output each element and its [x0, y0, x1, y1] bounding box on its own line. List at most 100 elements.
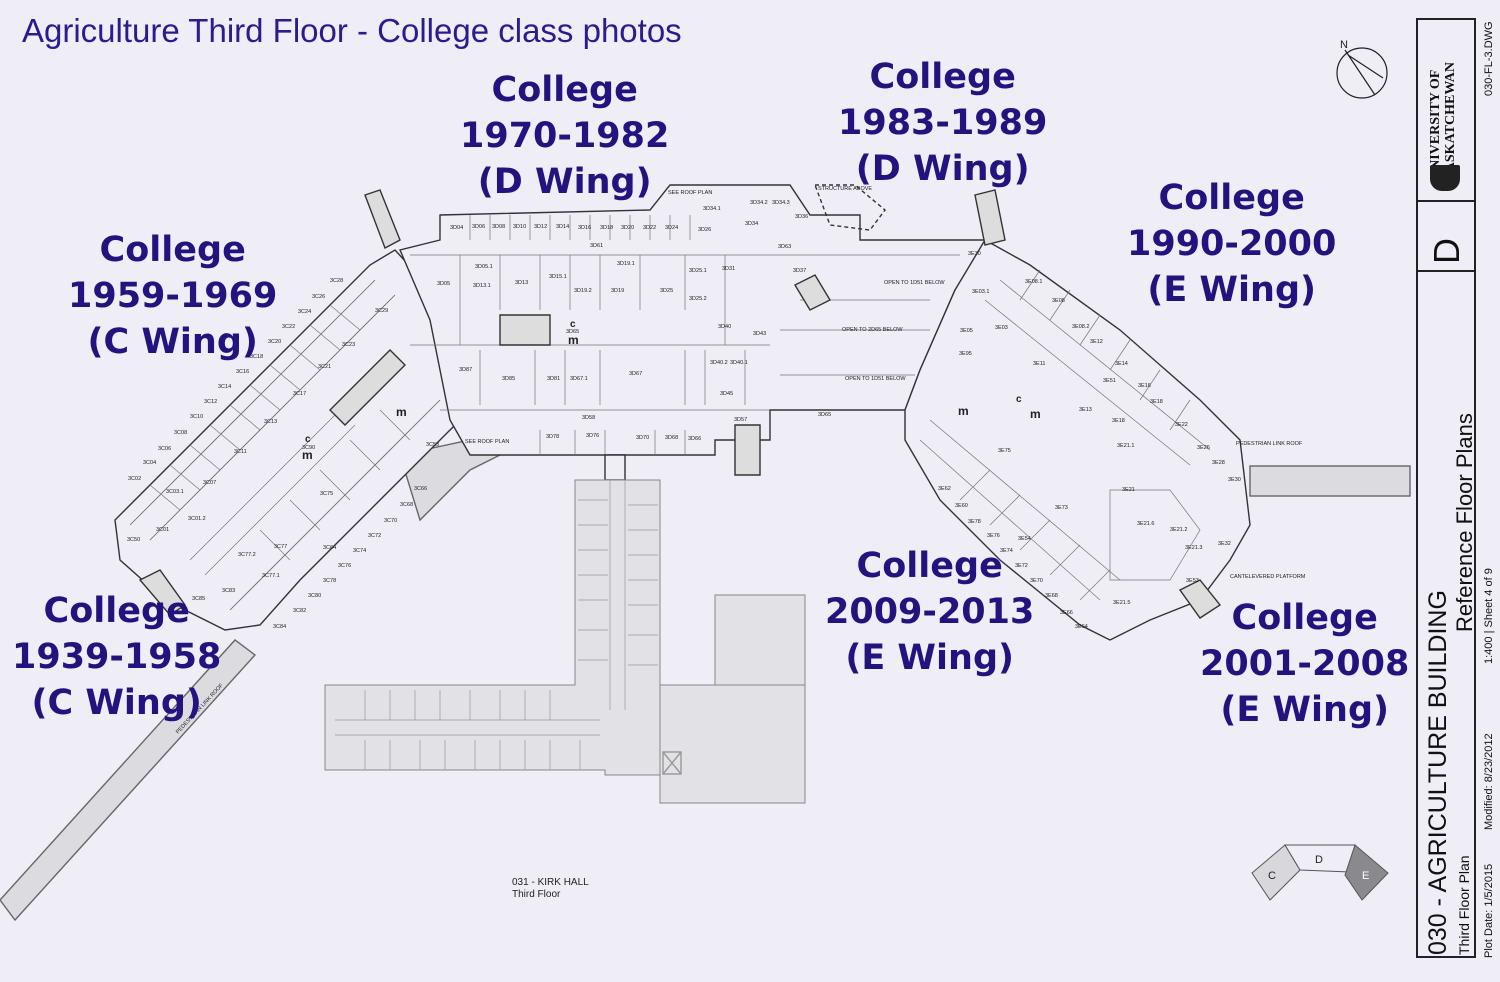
svg-text:3D18: 3D18 — [600, 225, 613, 231]
pedestrian-link-left — [0, 639, 257, 922]
modified-date: Modified: 8/23/2012 — [1483, 733, 1495, 830]
note-see-roof-plan-top: SEE ROOF PLAN — [668, 190, 712, 196]
note-see-roof-plan: SEE ROOF PLAN — [465, 439, 509, 445]
svg-text:3E51: 3E51 — [1103, 378, 1116, 384]
svg-text:3E21.3: 3E21.3 — [1185, 545, 1202, 551]
svg-text:3E60: 3E60 — [955, 503, 968, 509]
svg-text:3D22: 3D22 — [643, 225, 656, 231]
svg-text:3E28: 3E28 — [1212, 460, 1225, 466]
svg-text:3C70: 3C70 — [384, 518, 397, 524]
svg-text:3D31: 3D31 — [722, 266, 735, 272]
svg-text:3D25.2: 3D25.2 — [689, 296, 707, 302]
svg-text:3D43: 3D43 — [753, 331, 766, 337]
svg-text:3C11: 3C11 — [234, 449, 247, 455]
svg-text:3E16: 3E16 — [1138, 383, 1151, 389]
svg-text:3C20: 3C20 — [268, 339, 281, 345]
svg-text:3D40.1: 3D40.1 — [730, 360, 748, 366]
svg-text:3C77: 3C77 — [274, 544, 287, 550]
key-d: D — [1315, 854, 1323, 866]
note-open-1d51: OPEN TO 1D51 BELOW — [884, 280, 945, 286]
svg-text:3C21: 3C21 — [318, 364, 331, 370]
svg-text:3C10: 3C10 — [190, 414, 203, 420]
svg-text:3C77.2: 3C77.2 — [238, 552, 256, 558]
svg-text:3C29: 3C29 — [375, 308, 388, 314]
svg-text:3C84: 3C84 — [273, 624, 286, 630]
svg-text:3D19.1: 3D19.1 — [617, 261, 635, 267]
svg-text:3E73: 3E73 — [1055, 505, 1068, 511]
svg-text:3C53: 3C53 — [426, 442, 439, 448]
university-crest-icon — [1430, 165, 1460, 191]
svg-text:c: c — [305, 434, 311, 445]
plot-date: Plot Date: 1/5/2015 — [1483, 863, 1495, 958]
svg-text:3D16: 3D16 — [578, 225, 591, 231]
svg-text:3E66: 3E66 — [1060, 610, 1073, 616]
svg-text:m: m — [396, 405, 407, 419]
svg-text:m: m — [302, 448, 313, 462]
svg-text:3D78: 3D78 — [546, 434, 559, 440]
svg-text:3C78: 3C78 — [323, 578, 336, 584]
svg-text:3D67: 3D67 — [629, 371, 642, 377]
svg-text:3D87: 3D87 — [459, 367, 472, 373]
svg-text:3C75: 3C75 — [320, 491, 333, 497]
svg-text:3D05.1: 3D05.1 — [475, 264, 493, 270]
svg-text:m: m — [1030, 407, 1041, 421]
svg-text:3D34.3: 3D34.3 — [772, 200, 790, 206]
key-map — [1251, 844, 1389, 901]
svg-text:3C72: 3C72 — [368, 533, 381, 539]
svg-text:c: c — [1016, 394, 1022, 405]
svg-text:3D66: 3D66 — [688, 436, 701, 442]
svg-text:3E05: 3E05 — [960, 328, 973, 334]
note-open-2d65: OPEN TO 2D65 BELOW — [842, 327, 903, 333]
svg-text:3E03.1: 3E03.1 — [972, 289, 989, 295]
svg-text:3C76: 3C76 — [338, 563, 351, 569]
svg-text:3C01: 3C01 — [156, 527, 169, 533]
svg-text:3E62: 3E62 — [938, 486, 951, 492]
svg-text:3D15.1: 3D15.1 — [549, 274, 567, 280]
svg-text:3E11: 3E11 — [1033, 361, 1045, 367]
svg-text:3D26: 3D26 — [698, 227, 711, 233]
scale-sheet: 1:400 | Sheet 4 of 9 — [1483, 568, 1495, 664]
svg-text:3E21.5: 3E21.5 — [1113, 600, 1130, 606]
note-structure-above: STRUCTURE ABOVE — [818, 186, 872, 192]
svg-text:3C17: 3C17 — [293, 391, 306, 397]
svg-text:3D08: 3D08 — [492, 224, 505, 230]
svg-text:3D06: 3D06 — [472, 224, 485, 230]
svg-text:3E70: 3E70 — [1030, 578, 1043, 584]
pedestrian-link-right — [1249, 465, 1411, 497]
wing-letter: D — [1426, 238, 1467, 264]
key-c: C — [1268, 870, 1276, 882]
svg-text:3E32: 3E32 — [1218, 541, 1231, 547]
svg-text:3D57: 3D57 — [734, 417, 747, 423]
svg-text:3C50: 3C50 — [127, 537, 140, 543]
svg-text:3E18: 3E18 — [1112, 418, 1125, 424]
svg-text:3E13: 3E13 — [1079, 407, 1092, 413]
svg-text:3D67.1: 3D67.1 — [570, 376, 588, 382]
svg-text:3C80: 3C80 — [308, 593, 321, 599]
svg-text:3D13.1: 3D13.1 — [473, 283, 491, 289]
svg-text:3E08.1: 3E08.1 — [1025, 279, 1042, 285]
svg-text:m: m — [568, 333, 579, 347]
svg-text:3C13: 3C13 — [264, 419, 277, 425]
svg-text:3E22: 3E22 — [1175, 422, 1188, 428]
svg-text:3D10: 3D10 — [513, 224, 526, 230]
svg-text:3E64: 3E64 — [1075, 624, 1088, 630]
svg-text:3D68: 3D68 — [665, 435, 678, 441]
svg-text:3D61: 3D61 — [590, 243, 603, 249]
svg-text:3D05: 3D05 — [437, 281, 450, 287]
svg-text:3E21.2: 3E21.2 — [1170, 527, 1187, 533]
svg-text:3E30: 3E30 — [1228, 477, 1241, 483]
series-title: Reference Floor Plans — [1452, 413, 1477, 632]
svg-text:3C26: 3C26 — [312, 294, 325, 300]
compass-icon: N — [1336, 39, 1388, 99]
floor-plan-name: Third Floor Plan — [1456, 855, 1472, 955]
key-e: E — [1362, 870, 1369, 882]
svg-text:3C28: 3C28 — [330, 278, 343, 284]
svg-text:c: c — [570, 319, 576, 330]
note-pedestrian-link-right: PEDESTRIAN LINK ROOF — [1236, 441, 1303, 447]
svg-text:3C14: 3C14 — [218, 384, 231, 390]
svg-text:3D25.1: 3D25.1 — [689, 268, 707, 274]
